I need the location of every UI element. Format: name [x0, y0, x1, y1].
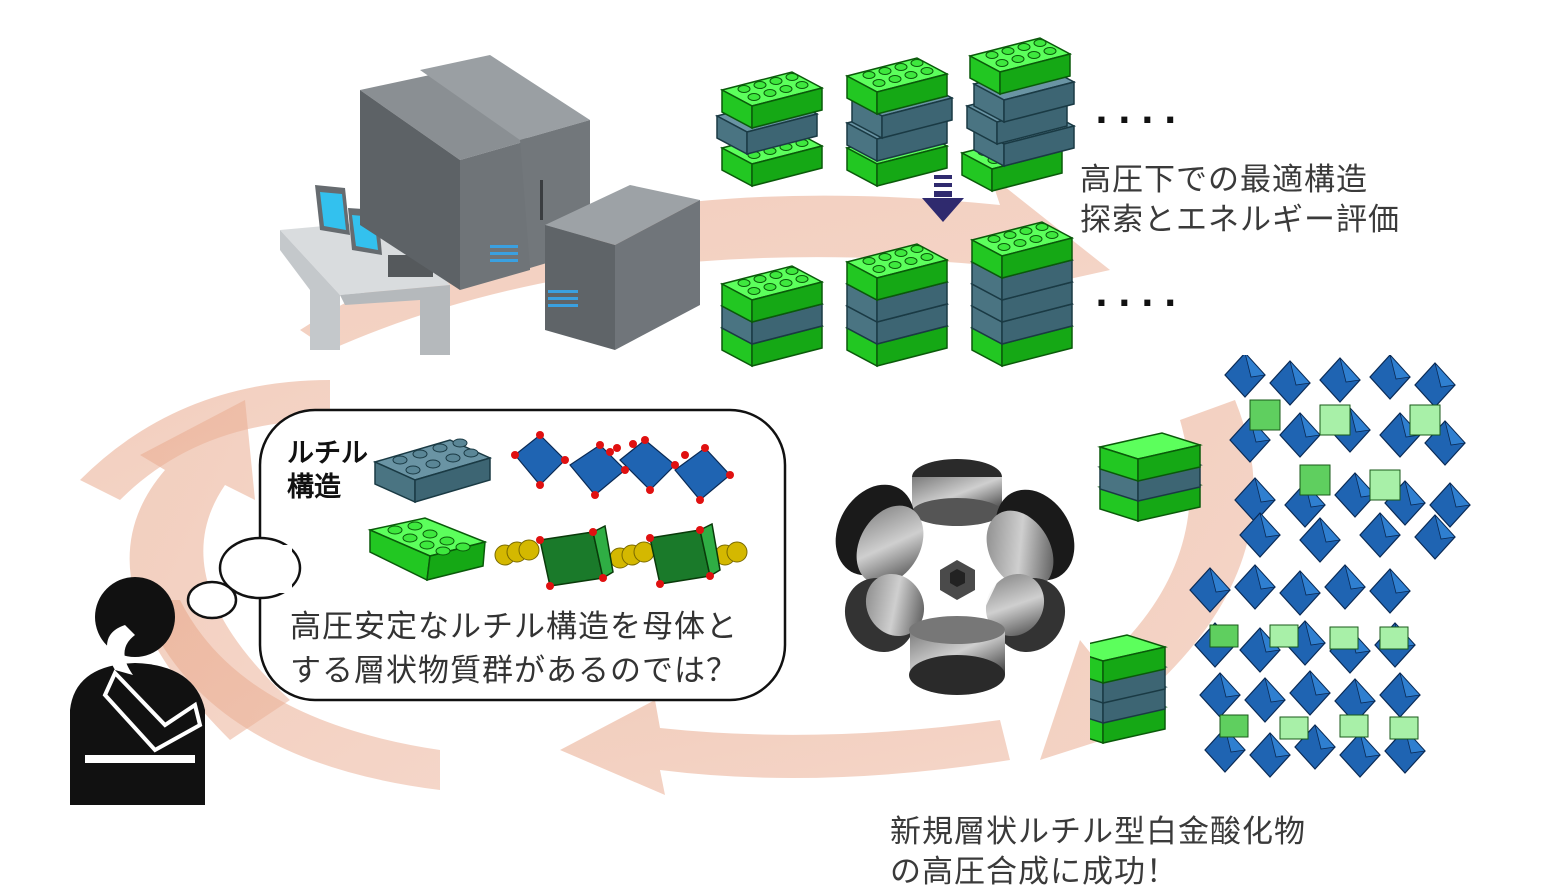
cycle-arrow-bottom-left — [140, 600, 440, 790]
ellipsis-mid: .... — [1095, 275, 1187, 315]
synthesis-caption: 新規層状ルチル型白金酸化物 の高圧合成に成功！ — [890, 812, 1306, 892]
synthesis-caption-line1: 新規層状ルチル型白金酸化物 — [890, 814, 1306, 850]
ellipsis-top: .... — [1095, 92, 1187, 132]
hypothesis-text-line2: する層状物質群があるのでは？ — [290, 653, 738, 689]
rutile-illustrations — [367, 431, 748, 590]
green-brick-icon — [367, 517, 488, 582]
oxygen-atoms-icon — [511, 431, 734, 504]
lego-stacks-top — [716, 37, 1075, 367]
search-caption-line1: 高圧下での最適構造 — [1080, 162, 1368, 198]
synthesis-caption-line2: の高圧合成に成功！ — [890, 854, 1178, 890]
search-caption: 高圧下での最適構造 探索とエネルギー評価 — [1080, 160, 1400, 240]
rutile-label: ルチル 構造 — [287, 437, 368, 505]
down-arrow-icon — [922, 175, 964, 222]
cycle-arrow-top — [300, 175, 1110, 350]
multi-anvil-press-illustration — [835, 459, 1075, 695]
rutile-label-line2: 構造 — [287, 472, 341, 503]
hypothesis-text: 高圧安定なルチル構造を母体と する層状物質群があるのでは？ — [290, 605, 738, 693]
crystal-structures — [1090, 355, 1471, 778]
yellow-atoms-icon — [494, 539, 748, 569]
search-caption-line2: 探索とエネルギー評価 — [1080, 202, 1400, 238]
rutile-label-line1: ルチル — [287, 438, 368, 469]
thinking-person-icon — [70, 577, 205, 805]
hypothesis-text-line1: 高圧安定なルチル構造を母体と — [290, 609, 738, 645]
cycle-arrow-bottom — [560, 700, 1010, 795]
cycle-arrow-left-outer — [80, 380, 330, 500]
green-prism-icon — [539, 522, 721, 587]
steel-brick-icon — [372, 438, 493, 504]
supercomputer-illustration — [280, 55, 700, 355]
